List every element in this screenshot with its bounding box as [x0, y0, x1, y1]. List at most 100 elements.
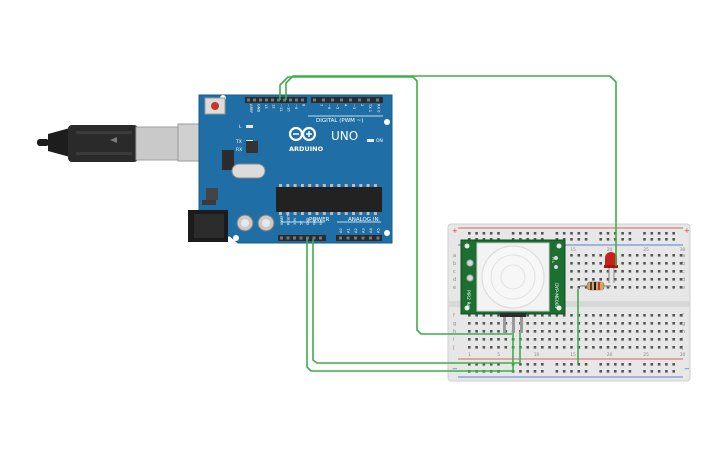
breadboard-hole[interactable] — [628, 346, 632, 349]
breadboard-hole[interactable] — [650, 370, 654, 373]
breadboard-hole[interactable] — [672, 278, 675, 281]
breadboard-hole[interactable] — [570, 338, 573, 341]
breadboard-hole[interactable] — [489, 330, 493, 333]
breadboard-hole[interactable] — [657, 346, 661, 349]
breadboard-hole[interactable] — [497, 322, 500, 325]
breadboard-hole[interactable] — [526, 370, 529, 373]
header-pin[interactable] — [313, 98, 316, 102]
breadboard-hole[interactable] — [650, 314, 654, 317]
breadboard-hole[interactable] — [665, 346, 668, 349]
breadboard-hole[interactable] — [570, 270, 573, 273]
breadboard-hole[interactable] — [497, 232, 500, 235]
breadboard-hole[interactable] — [577, 254, 581, 257]
header-pin[interactable] — [271, 98, 274, 102]
breadboard-hole[interactable] — [468, 322, 471, 325]
breadboard-hole[interactable] — [635, 262, 639, 265]
breadboard-hole[interactable] — [511, 232, 515, 235]
breadboard-hole[interactable] — [562, 363, 566, 366]
breadboard-hole[interactable] — [599, 262, 602, 265]
breadboard-hole[interactable] — [475, 238, 478, 241]
breadboard-hole[interactable] — [657, 314, 661, 317]
breadboard-hole[interactable] — [599, 363, 602, 366]
breadboard-hole[interactable] — [599, 330, 602, 333]
breadboard-hole[interactable] — [533, 363, 537, 366]
header-pin[interactable] — [286, 236, 290, 240]
breadboard-hole[interactable] — [592, 278, 595, 281]
breadboard-hole[interactable] — [650, 322, 654, 325]
breadboard-hole[interactable] — [519, 238, 522, 241]
breadboard-hole[interactable] — [570, 286, 573, 289]
breadboard-hole[interactable] — [635, 338, 639, 341]
breadboard-hole[interactable] — [541, 314, 544, 317]
breadboard-hole[interactable] — [643, 363, 646, 366]
breadboard-hole[interactable] — [628, 338, 632, 341]
breadboard-hole[interactable] — [606, 314, 610, 317]
breadboard-hole[interactable] — [606, 322, 610, 325]
breadboard-hole[interactable] — [577, 286, 581, 289]
wire-gnd-to-rail[interactable] — [312, 239, 521, 364]
breadboard-hole[interactable] — [468, 338, 471, 341]
breadboard-hole[interactable] — [592, 346, 595, 349]
breadboard-hole[interactable] — [665, 286, 668, 289]
breadboard-hole[interactable] — [614, 338, 617, 341]
wire-pin13-to-led[interactable] — [285, 75, 617, 266]
breadboard-hole[interactable] — [628, 330, 632, 333]
breadboard-hole[interactable] — [606, 278, 610, 281]
breadboard-hole[interactable] — [533, 238, 537, 241]
breadboard-hole[interactable] — [614, 346, 617, 349]
breadboard-hole[interactable] — [526, 232, 529, 235]
breadboard-hole[interactable] — [621, 238, 624, 241]
breadboard-hole[interactable] — [657, 322, 661, 325]
breadboard-hole[interactable] — [672, 338, 675, 341]
breadboard-hole[interactable] — [555, 346, 559, 349]
breadboard-hole[interactable] — [672, 270, 675, 273]
breadboard-hole[interactable] — [606, 232, 610, 235]
breadboard-hole[interactable] — [650, 346, 654, 349]
breadboard-hole[interactable] — [584, 232, 588, 235]
breadboard-hole[interactable] — [526, 314, 529, 317]
breadboard-hole[interactable] — [657, 338, 661, 341]
breadboard-hole[interactable] — [643, 278, 646, 281]
breadboard-hole[interactable] — [643, 262, 646, 265]
breadboard-hole[interactable] — [628, 314, 632, 317]
breadboard-hole[interactable] — [570, 232, 573, 235]
breadboard-hole[interactable] — [570, 314, 573, 317]
breadboard-hole[interactable] — [643, 270, 646, 273]
breadboard-hole[interactable] — [599, 254, 602, 257]
breadboard-hole[interactable] — [650, 330, 654, 333]
header-pin[interactable] — [361, 236, 365, 240]
red-led[interactable] — [604, 252, 618, 283]
breadboard-hole[interactable] — [679, 322, 683, 325]
breadboard-hole[interactable] — [570, 262, 573, 265]
breadboard-hole[interactable] — [584, 314, 588, 317]
breadboard-hole[interactable] — [635, 270, 639, 273]
pir-potentiometer[interactable] — [466, 259, 474, 267]
breadboard-hole[interactable] — [672, 363, 675, 366]
breadboard-hole[interactable] — [614, 270, 617, 273]
breadboard-hole[interactable] — [635, 322, 639, 325]
header-pin[interactable] — [306, 236, 309, 240]
breadboard-hole[interactable] — [665, 278, 668, 281]
breadboard-hole[interactable] — [599, 322, 602, 325]
breadboard-hole[interactable] — [577, 270, 581, 273]
header-pin[interactable] — [247, 98, 250, 102]
breadboard-hole[interactable] — [482, 330, 486, 333]
breadboard-hole[interactable] — [562, 338, 566, 341]
breadboard-hole[interactable] — [650, 262, 654, 265]
header-pin[interactable] — [312, 236, 316, 240]
breadboard-hole[interactable] — [497, 330, 500, 333]
breadboard-hole[interactable] — [577, 232, 581, 235]
breadboard-hole[interactable] — [650, 254, 654, 257]
breadboard-hole[interactable] — [665, 262, 668, 265]
breadboard-hole[interactable] — [672, 314, 675, 317]
breadboard-hole[interactable] — [562, 330, 566, 333]
breadboard-hole[interactable] — [621, 278, 624, 281]
breadboard-hole[interactable] — [679, 254, 683, 257]
breadboard-hole[interactable] — [621, 232, 624, 235]
header-pin[interactable] — [299, 236, 303, 240]
breadboard-hole[interactable] — [555, 238, 559, 241]
breadboard-hole[interactable] — [526, 238, 529, 241]
breadboard-hole[interactable] — [570, 363, 573, 366]
breadboard-hole[interactable] — [570, 330, 573, 333]
